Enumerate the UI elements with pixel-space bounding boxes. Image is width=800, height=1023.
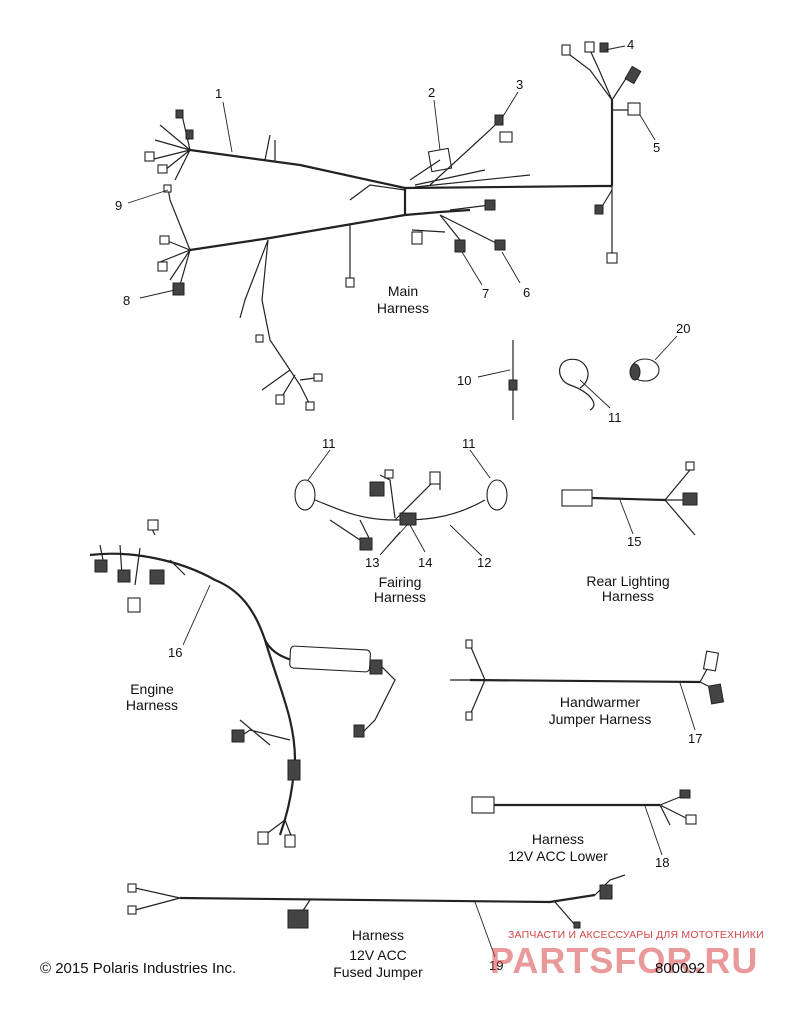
harness-labels: Main Harness Fairing Harness Rear Lighti… xyxy=(126,283,670,980)
callout-8: 8 xyxy=(123,293,130,308)
label-handwarmer-1: Handwarmer xyxy=(560,694,640,710)
callout-9: 9 xyxy=(115,198,122,213)
callout-numbers: 1 2 3 4 5 6 7 8 9 10 11 11 11 12 13 14 1… xyxy=(115,37,702,973)
callout-10: 10 xyxy=(457,373,471,388)
callout-7: 7 xyxy=(482,286,489,301)
callout-18: 18 xyxy=(655,855,669,870)
label-handwarmer-2: Jumper Harness xyxy=(549,711,652,727)
label-acc-lower-1: Harness xyxy=(532,831,584,847)
callout-11-c: 11 xyxy=(462,436,476,451)
callout-6: 6 xyxy=(523,285,530,300)
callout-2: 2 xyxy=(428,85,435,100)
callout-19: 19 xyxy=(489,958,503,973)
diagram-code: 800092 xyxy=(655,960,706,977)
small-parts-drawing xyxy=(508,340,660,420)
label-engine-1: Engine xyxy=(130,681,174,697)
main-harness-drawing xyxy=(144,41,642,411)
label-acc-fused-2: 12V ACC xyxy=(349,947,407,963)
callout-4: 4 xyxy=(627,37,634,52)
label-rear-1: Rear Lighting xyxy=(586,573,669,589)
label-fairing-1: Fairing xyxy=(379,574,422,590)
callout-16: 16 xyxy=(168,645,182,660)
label-rear-2: Harness xyxy=(602,588,654,604)
callout-11-b: 11 xyxy=(322,436,336,451)
acc-lower-harness-drawing xyxy=(471,789,697,826)
callout-5: 5 xyxy=(653,140,660,155)
handwarmer-harness-drawing xyxy=(450,639,725,721)
label-engine-2: Harness xyxy=(126,697,178,713)
callout-14: 14 xyxy=(418,555,432,570)
callout-15: 15 xyxy=(627,534,641,549)
acc-fused-harness-drawing xyxy=(127,874,626,929)
engine-harness-drawing xyxy=(89,519,396,848)
watermark-tagline: ЗАПЧАСТИ И АКСЕССУАРЫ ДЛЯ МОТОТЕХНИКИ xyxy=(508,929,764,941)
label-main-1: Main xyxy=(388,283,418,299)
callout-12: 12 xyxy=(477,555,491,570)
callout-11-a: 11 xyxy=(608,410,622,425)
callout-20: 20 xyxy=(676,321,690,336)
leader-lines xyxy=(127,45,696,958)
callout-1: 1 xyxy=(215,86,222,101)
label-fairing-2: Harness xyxy=(374,589,426,605)
fairing-harness-drawing xyxy=(294,469,508,551)
rear-lighting-harness-drawing xyxy=(561,461,698,536)
label-acc-fused-3: Fused Jumper xyxy=(333,964,423,980)
label-main-2: Harness xyxy=(377,300,429,316)
label-acc-lower-2: 12V ACC Lower xyxy=(508,848,608,864)
callout-13: 13 xyxy=(365,555,379,570)
label-acc-fused-1: Harness xyxy=(352,927,404,943)
copyright-text: © 2015 Polaris Industries Inc. xyxy=(40,960,237,977)
callout-17: 17 xyxy=(688,731,702,746)
callout-3: 3 xyxy=(516,77,523,92)
watermark-logo: PARTSFOR.RU xyxy=(490,940,759,981)
